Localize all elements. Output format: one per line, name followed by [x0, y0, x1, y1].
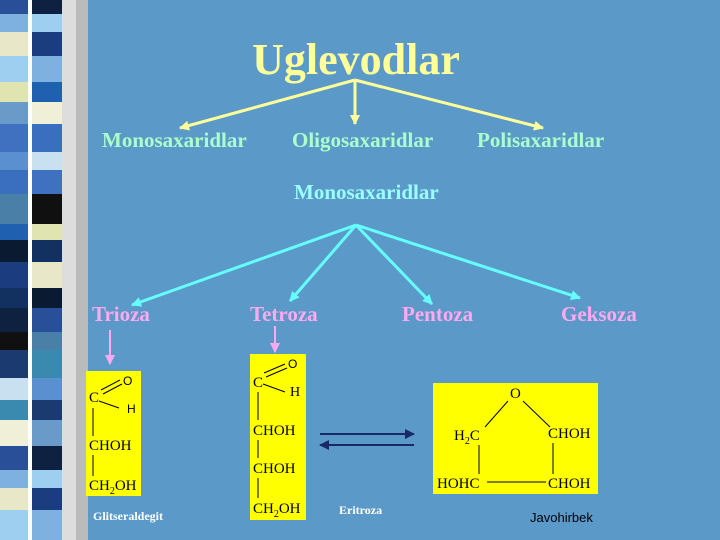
tetroza-oxygen: O: [288, 357, 298, 371]
category-polisaxaridlar: Polisaxaridlar: [477, 128, 605, 152]
tetroza-hydrogen: H: [290, 385, 301, 400]
trioza-bonds: [92, 379, 123, 476]
trioza-oxygen: O: [123, 374, 133, 388]
ring-hohc: HOHC: [437, 476, 480, 492]
tetroza-structure-box: O C H CHOH CHOH CH2OH: [250, 354, 306, 520]
arrow-to-geksoza: [355, 223, 581, 300]
author-label: Javohirbek: [530, 510, 593, 525]
category-oligosaxaridlar: Oligosaxaridlar: [292, 128, 434, 152]
type-pentoza: Pentoza: [402, 302, 474, 326]
arrow-to-trioza: [131, 223, 357, 307]
trioza-hydrogen: H: [127, 402, 136, 416]
trioza-structure-box: O C H CHOH CH2OH: [86, 371, 141, 497]
decorative-stripe: [0, 0, 88, 540]
tetroza-bonds: [257, 363, 288, 498]
subtitle-monosaxaridlar: Monosaxaridlar: [294, 180, 439, 204]
ring-chon-bottom-right: CHOH: [548, 476, 591, 492]
ring-h2c: H2C: [454, 428, 480, 447]
ring-chon-top-right: CHOH: [548, 426, 591, 442]
caption-eritroza: Eritroza: [339, 503, 383, 517]
trioza-ch2oh: CH2OH: [89, 478, 137, 497]
page-title: Uglevodlar: [252, 35, 460, 84]
arrow-to-pentoza: [354, 223, 434, 306]
category-monosaxaridlar: Monosaxaridlar: [102, 128, 247, 152]
tetroza-chon-1: CHOH: [253, 423, 296, 439]
arrow-to-polisaxaridlar: [354, 78, 544, 131]
ring-bonds: [478, 400, 554, 483]
caption-glitseraldegit: Glitseraldegit: [93, 509, 163, 523]
tetroza-carbon: C: [253, 375, 264, 391]
tetroza-chon-2: CHOH: [253, 461, 296, 477]
type-tetroza: Tetroza: [250, 302, 318, 326]
trioza-carbon: C: [89, 390, 100, 406]
trioza-chon: CHOH: [89, 438, 132, 454]
type-geksoza: Geksoza: [561, 302, 637, 326]
ring-oxygen: O: [510, 386, 521, 402]
arrow-to-tetroza: [288, 224, 358, 302]
tetroza-ch2oh: CH2OH: [253, 501, 301, 520]
ring-structure-box: O H2C CHOH HOHC CHOH: [433, 383, 598, 494]
arrow-to-monosaxaridlar: [179, 78, 356, 131]
